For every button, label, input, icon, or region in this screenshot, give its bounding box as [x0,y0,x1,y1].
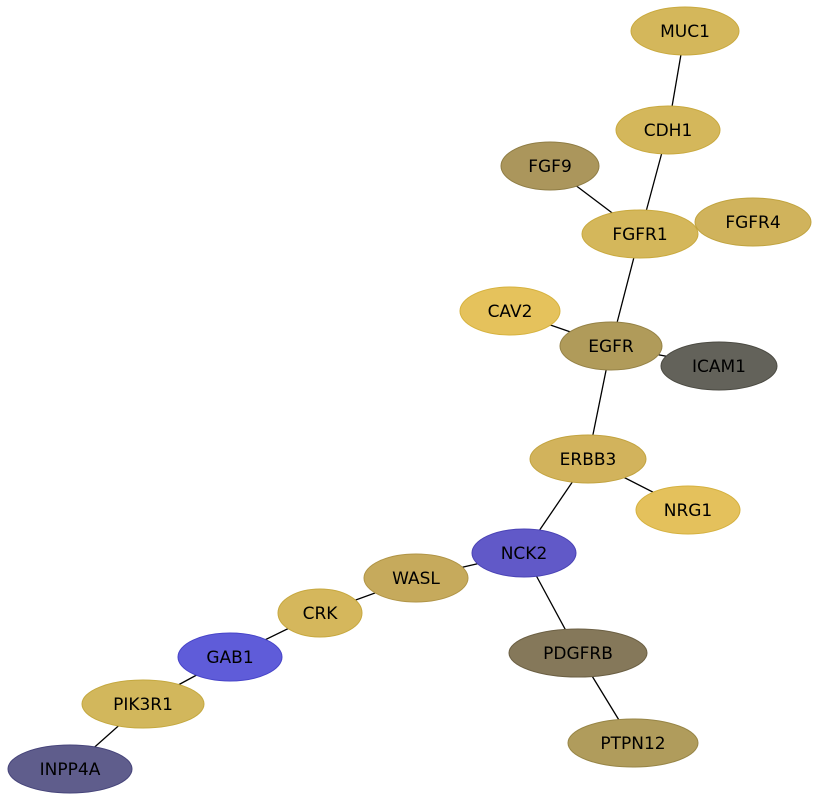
node-ellipse[interactable] [81,679,205,729]
node-fgfr1[interactable]: FGFR1 [581,209,699,259]
node-ellipse[interactable] [277,588,363,638]
node-label: FGFR4 [725,213,780,233]
node-ellipse[interactable] [630,6,740,56]
node-ellipse[interactable] [567,718,699,768]
node-ellipse[interactable] [508,628,648,678]
node-cdh1[interactable]: CDH1 [615,105,721,155]
node-ellipse[interactable] [363,553,469,603]
node-ellipse[interactable] [529,434,647,484]
node-label: NRG1 [664,501,713,521]
node-erbb3[interactable]: ERBB3 [529,434,647,484]
node-nrg1[interactable]: NRG1 [635,485,741,535]
node-label: CAV2 [488,302,533,322]
node-label: PDGFRB [543,644,613,664]
node-ellipse[interactable] [459,286,561,336]
node-ellipse[interactable] [615,105,721,155]
node-label: NCK2 [501,544,548,564]
node-label: ERBB3 [560,450,617,470]
node-fgf9[interactable]: FGF9 [500,141,600,191]
node-ellipse[interactable] [7,744,133,794]
node-crk[interactable]: CRK [277,588,363,638]
node-muc1[interactable]: MUC1 [630,6,740,56]
node-label: INPP4A [40,760,101,780]
node-label: CRK [303,604,339,624]
node-ellipse[interactable] [177,632,283,682]
node-ellipse[interactable] [471,528,577,578]
node-ptpn12[interactable]: PTPN12 [567,718,699,768]
node-ellipse[interactable] [660,341,778,391]
node-label: PIK3R1 [113,695,173,715]
node-label: FGF9 [528,157,572,177]
node-wasl[interactable]: WASL [363,553,469,603]
node-pik3r1[interactable]: PIK3R1 [81,679,205,729]
node-ellipse[interactable] [694,197,812,247]
node-cav2[interactable]: CAV2 [459,286,561,336]
node-label: ICAM1 [692,357,746,377]
node-label: WASL [392,569,440,589]
node-label: CDH1 [644,121,693,141]
node-label: PTPN12 [600,734,665,754]
node-label: FGFR1 [612,225,667,245]
node-ellipse[interactable] [500,141,600,191]
node-label: MUC1 [660,22,710,42]
node-ellipse[interactable] [559,321,663,371]
node-pdgfrb[interactable]: PDGFRB [508,628,648,678]
node-egfr[interactable]: EGFR [559,321,663,371]
node-label: GAB1 [206,648,253,668]
node-inpp4a[interactable]: INPP4A [7,744,133,794]
node-nck2[interactable]: NCK2 [471,528,577,578]
node-label: EGFR [588,337,634,357]
node-fgfr4[interactable]: FGFR4 [694,197,812,247]
node-ellipse[interactable] [581,209,699,259]
node-ellipse[interactable] [635,485,741,535]
node-gab1[interactable]: GAB1 [177,632,283,682]
node-icam1[interactable]: ICAM1 [660,341,778,391]
